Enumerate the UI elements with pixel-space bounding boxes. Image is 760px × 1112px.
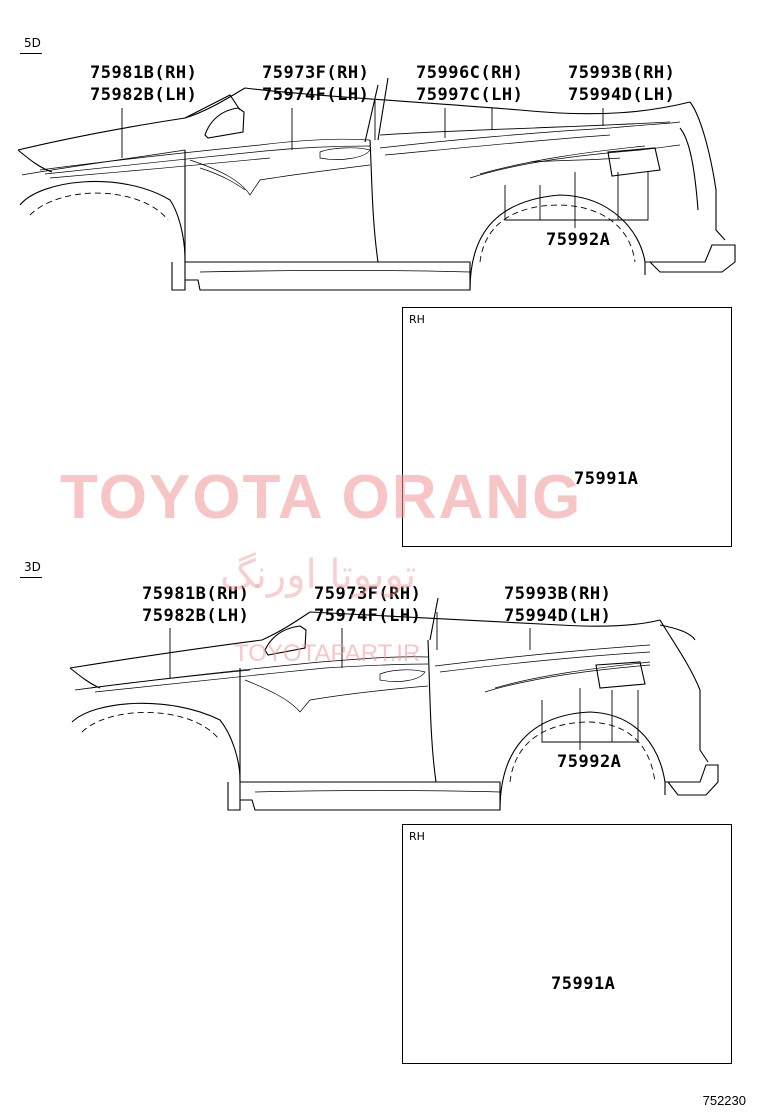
- vehicle-5d-side-view: [17, 77, 736, 291]
- inset-5d-rh: [402, 307, 732, 547]
- part-label-rear-stripe-lh: 75994D(LH): [568, 85, 676, 105]
- part-label-front-stripe-rh: 75981B(RH): [90, 63, 198, 83]
- part-label-front-stripe-lh: 75982B(LH): [90, 85, 198, 105]
- part-label-front-stripe-rh: 75981B(RH): [142, 584, 250, 604]
- watermark-text: TOYOTA ORANG: [60, 463, 583, 532]
- watermark-url-text: TOYOTAPART.IR: [234, 640, 421, 667]
- part-label-roof-stripe-rh: 75996C(RH): [416, 63, 524, 83]
- part-label-inset-3d: 75991A: [551, 974, 616, 994]
- section-tag-3d: 3D: [24, 560, 41, 574]
- part-label-roof-stripe-lh: 75997C(LH): [416, 85, 524, 105]
- inset-tag-3d: RH: [409, 830, 425, 843]
- leader-lines-5d: [121, 100, 649, 228]
- part-label-door-stripe-lh: 75974F(LH): [262, 85, 370, 105]
- leader-lines-3d: [169, 612, 639, 750]
- part-label-rear-stripe-rh: 75993B(RH): [504, 584, 612, 604]
- part-label-door-stripe-lh: 75974F(LH): [314, 606, 422, 626]
- inset-3d-rh: [402, 824, 732, 1064]
- part-label-quarter-stripe: 75992A: [557, 752, 622, 772]
- part-label-rear-stripe-rh: 75993B(RH): [568, 63, 676, 83]
- part-label-front-stripe-lh: 75982B(LH): [142, 606, 250, 626]
- inset-tag-5d: RH: [409, 313, 425, 326]
- section-tag-rule: [20, 577, 42, 578]
- part-label-inset-5d: 75991A: [574, 469, 639, 489]
- part-label-door-stripe-rh: 75973F(RH): [314, 584, 422, 604]
- part-label-rear-stripe-lh: 75994D(LH): [504, 606, 612, 626]
- part-label-door-stripe-rh: 75973F(RH): [262, 63, 370, 83]
- watermark-persian-text: تویوتا اورنگ: [220, 552, 417, 598]
- section-tag-rule: [20, 53, 42, 54]
- part-label-quarter-stripe: 75992A: [546, 230, 611, 250]
- section-tag-5d: 5D: [24, 36, 41, 50]
- figure-number: 752230: [702, 1093, 746, 1108]
- vehicle-3d-side-view: [69, 597, 719, 811]
